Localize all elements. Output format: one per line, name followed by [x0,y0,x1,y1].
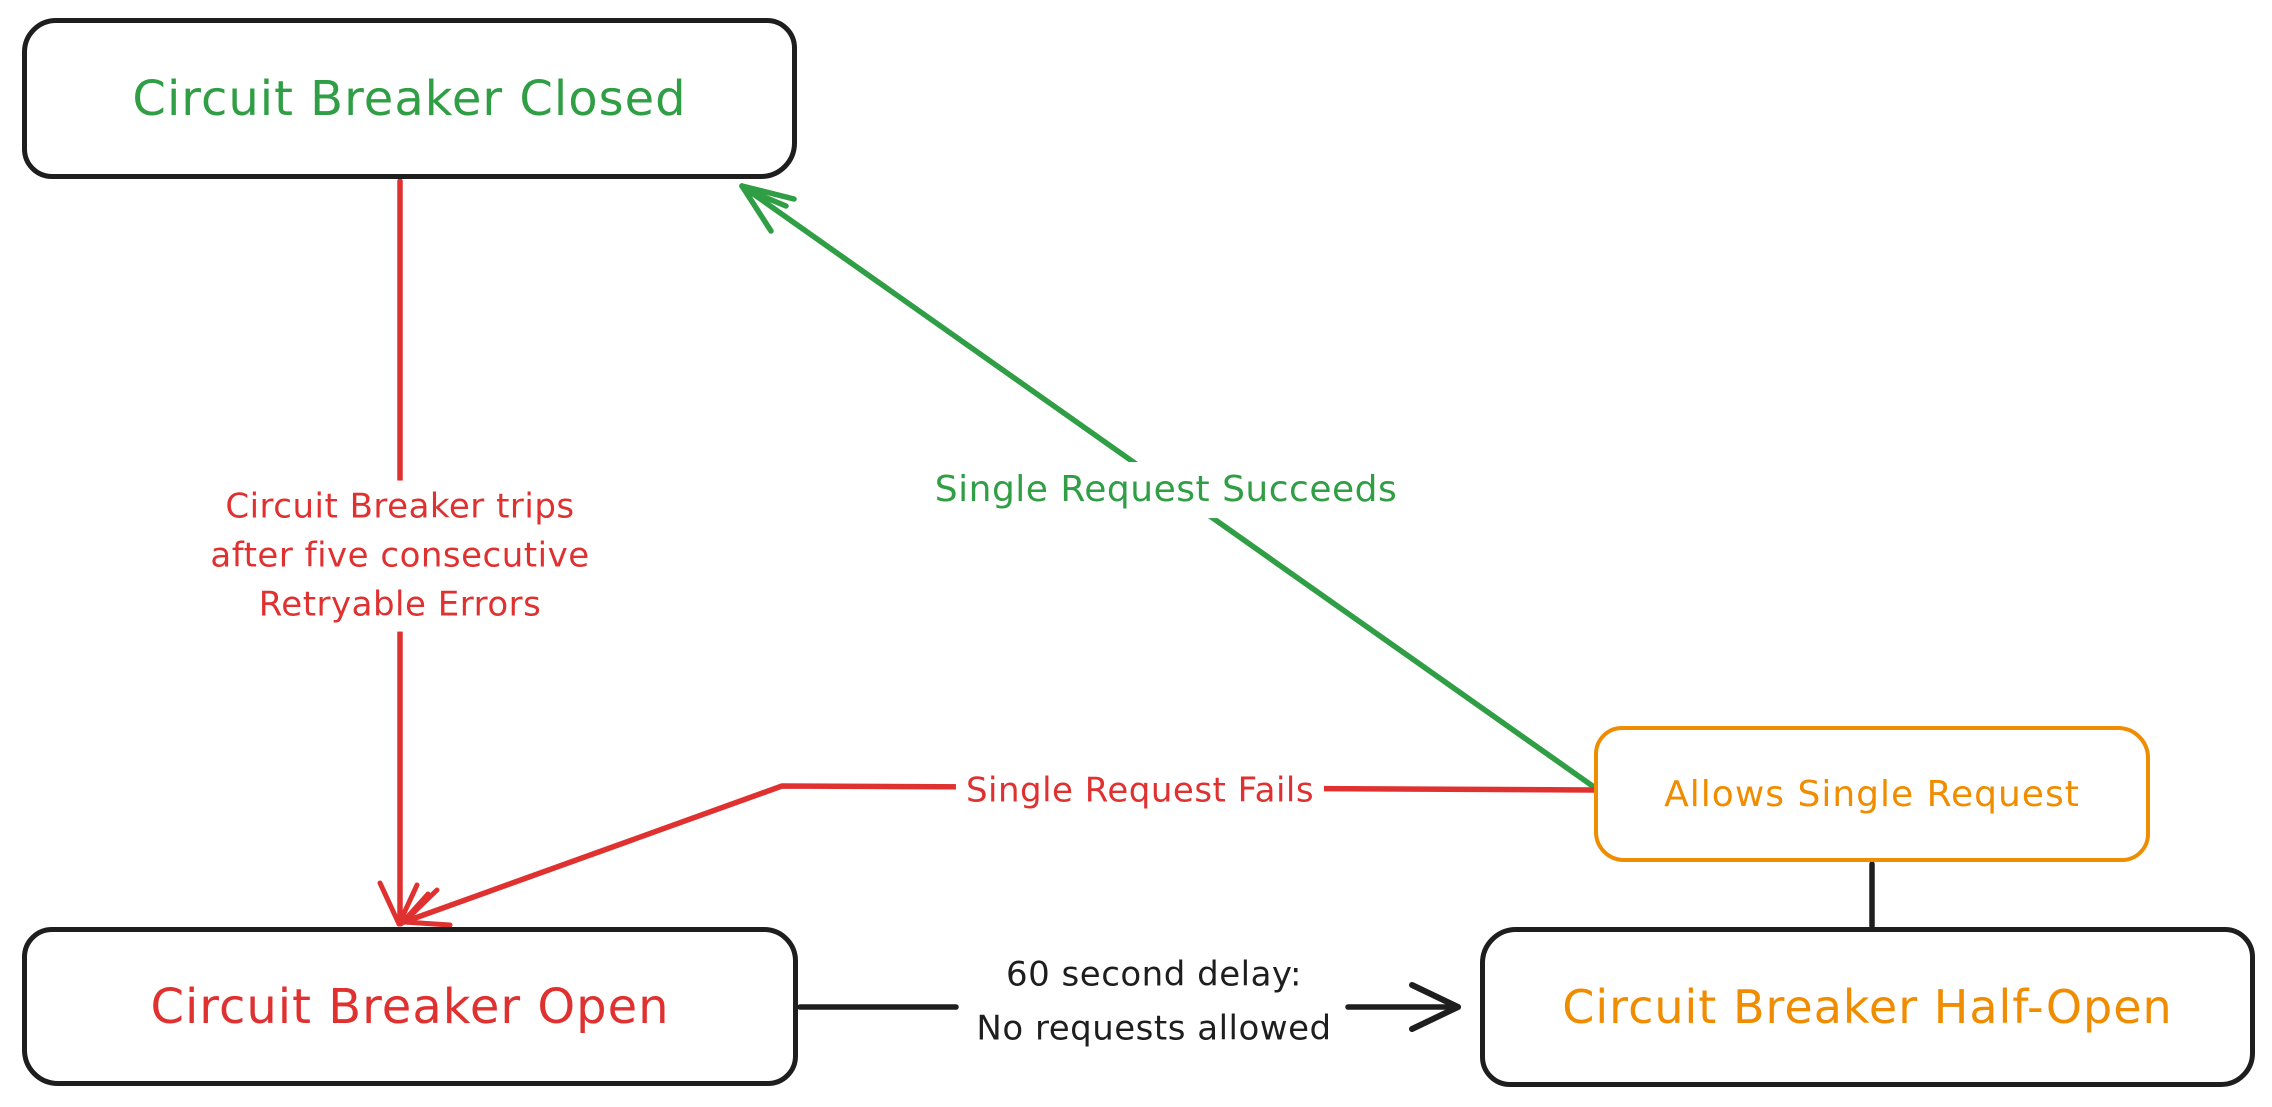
edge-fails-arrowhead [401,887,453,928]
node-circuit-breaker-open: Circuit Breaker Open [22,927,798,1086]
node-allows-single-request: Allows Single Request [1594,726,2150,862]
node-closed-label: Circuit Breaker Closed [132,70,687,127]
node-open-label: Circuit Breaker Open [150,978,670,1035]
edge-label-trip-line2: after five consecutive [210,535,590,576]
node-circuit-breaker-closed: Circuit Breaker Closed [22,18,797,179]
edge-label-trip-line1: Circuit Breaker trips [225,486,575,527]
node-allows-label: Allows Single Request [1664,773,2080,815]
node-half-open-label: Circuit Breaker Half-Open [1562,980,2173,1034]
edge-label-fails: Single Request Fails [955,764,1325,818]
edge-delay-arrowhead [1409,982,1461,1032]
edge-label-trip-line3: Retryable Errors [258,584,542,625]
edge-label-trip: Circuit Breaker trips after five consecu… [200,480,600,632]
edge-label-delay: 60 second delay: No requests allowed [966,946,1341,1059]
edge-label-succeeds: Single Request Succeeds [924,462,1408,518]
node-circuit-breaker-half-open: Circuit Breaker Half-Open [1480,927,2255,1087]
edge-label-delay-line2: No requests allowed [976,1009,1332,1049]
edge-label-delay-line1: 60 second delay: [1005,954,1303,995]
edge-succeeds-arrowhead [739,183,797,234]
